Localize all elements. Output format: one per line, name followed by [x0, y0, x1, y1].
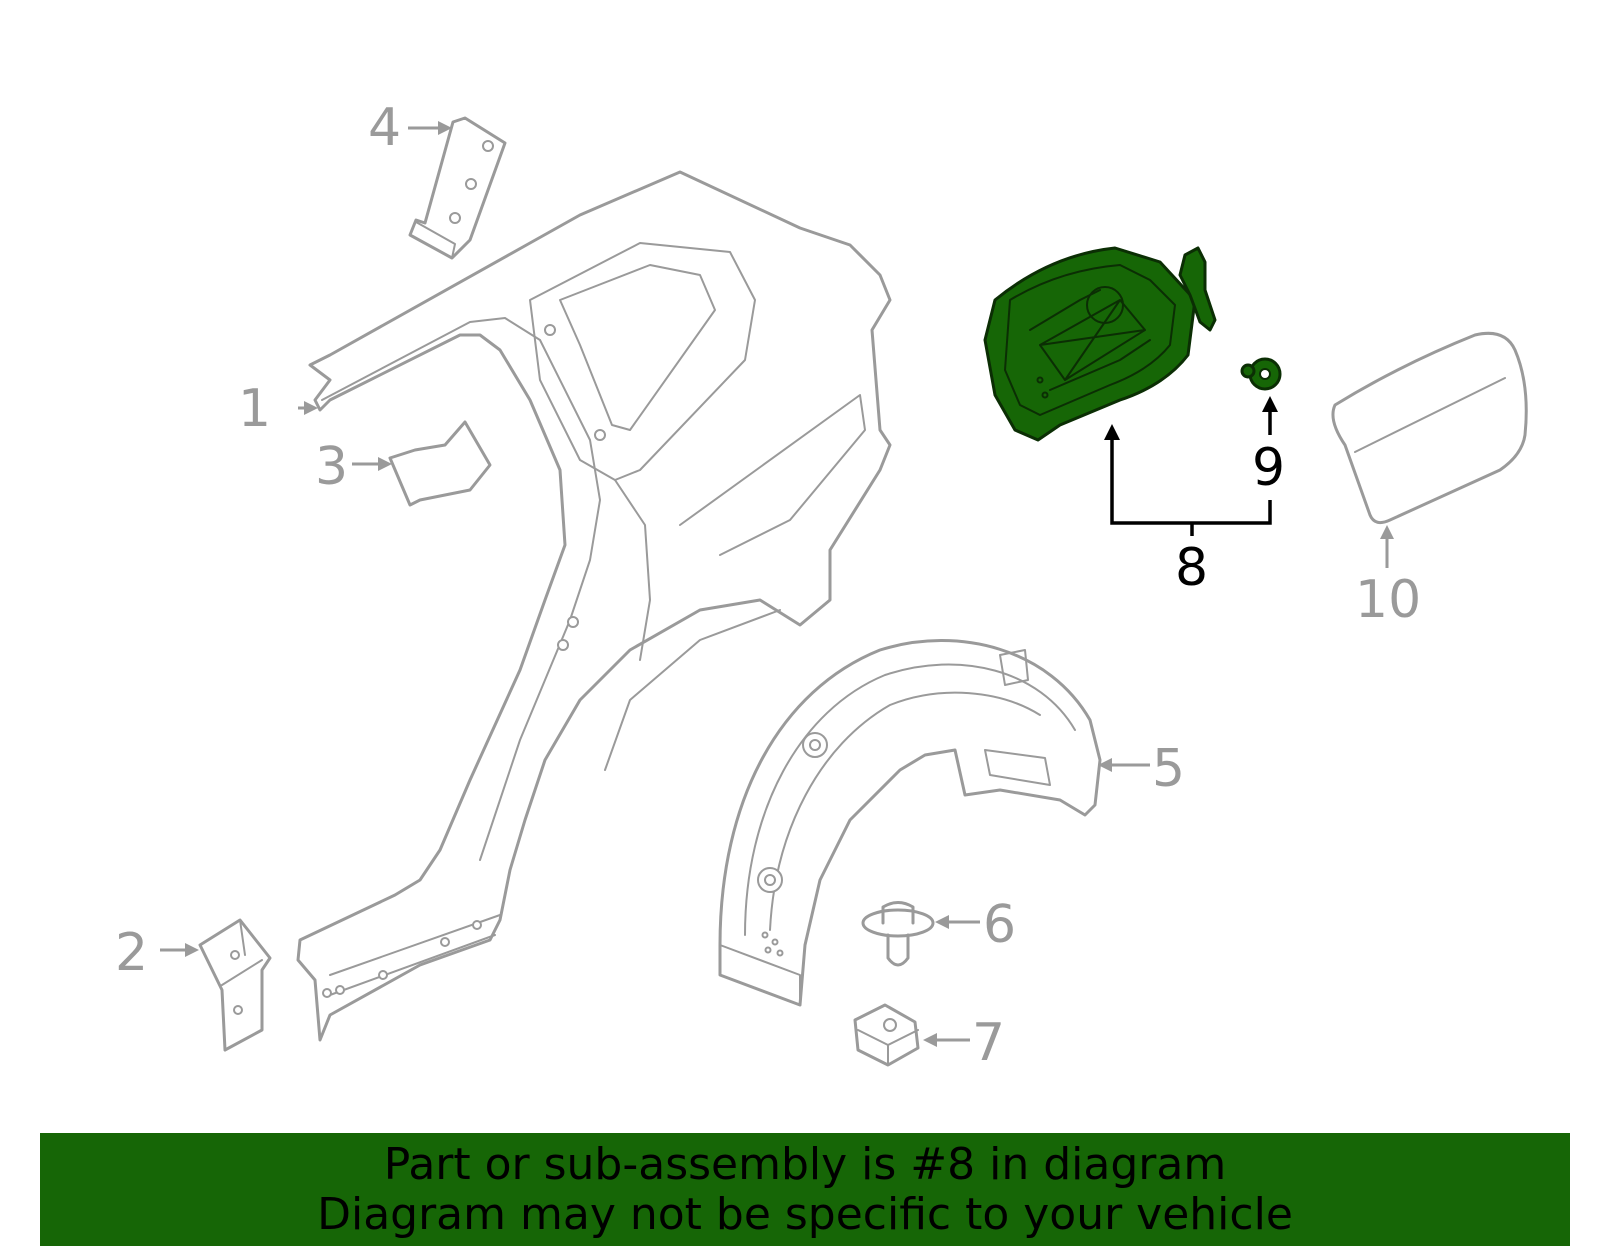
callout-label-6: 6	[983, 895, 1016, 955]
callout-label-10: 10	[1355, 570, 1421, 630]
part-8-fuel-door-housing[interactable]	[983, 246, 1217, 442]
leader-lines	[160, 121, 1394, 1047]
part-2-bracket[interactable]	[198, 918, 272, 1052]
part-1-quarter-panel[interactable]	[296, 170, 892, 1042]
part-5-wheelhouse-liner[interactable]	[718, 639, 1102, 1007]
part-9-grommet[interactable]	[1240, 357, 1282, 391]
callout-label-7: 7	[972, 1013, 1005, 1073]
banner-line-2: Diagram may not be specific to your vehi…	[317, 1188, 1293, 1240]
info-banner: Part or sub-assembly is #8 in diagram Di…	[40, 1133, 1570, 1246]
callout-label-1: 1	[238, 379, 271, 439]
callout-label-8: 8	[1175, 538, 1208, 598]
part-4-bracket[interactable]	[408, 116, 507, 260]
callout-label-5: 5	[1152, 739, 1185, 799]
part-3-bracket[interactable]	[388, 420, 492, 507]
part-7-nut[interactable]	[853, 1003, 920, 1067]
banner-line-1: Part or sub-assembly is #8 in diagram	[383, 1138, 1227, 1190]
callout-label-9: 9	[1252, 438, 1285, 498]
part-6-clip[interactable]	[861, 901, 935, 967]
part-10-fuel-door[interactable]	[1331, 331, 1528, 525]
callout-label-3: 3	[315, 437, 348, 497]
bracket-leader-8	[1104, 396, 1278, 536]
callout-labels: 1 2 3 4 5 6 7 8 9 10	[115, 98, 1421, 1073]
parts-diagram: 1 2 3 4 5 6 7 8 9 10	[115, 98, 1528, 1073]
callout-label-2: 2	[115, 923, 148, 983]
callout-label-4: 4	[368, 98, 401, 158]
